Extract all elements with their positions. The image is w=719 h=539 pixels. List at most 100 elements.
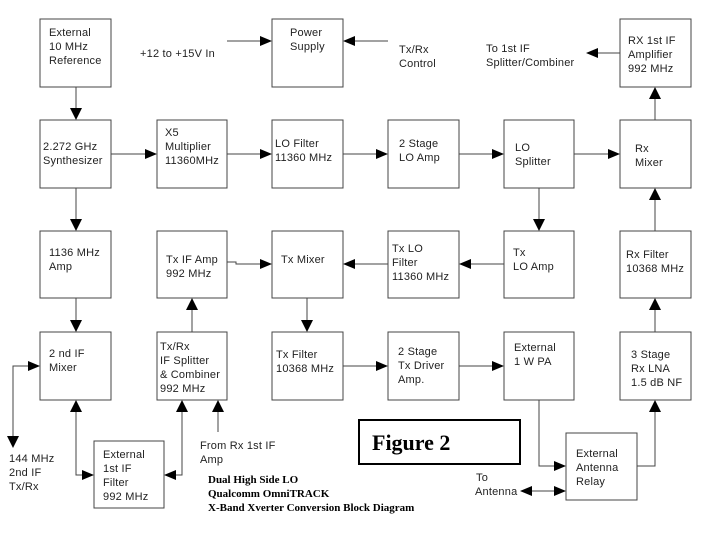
svg-text:Tx/Rx: Tx/Rx [160,341,190,353]
svg-text:LO Amp: LO Amp [399,152,440,164]
svg-text:LO: LO [515,142,530,154]
svg-text:External: External [576,448,618,460]
block-rx-lna: 3 Stage Rx LNA 1.5 dB NF [619,331,692,401]
arrow-down-icon [533,219,545,231]
arrow-right-icon [376,361,388,371]
label-from-rx-if-1: From Rx 1st IF [200,440,276,452]
figure-label: Figure 2 [358,419,521,465]
label-to-antenna-1: To [476,472,488,484]
connections [12,40,656,492]
block-x5-multiplier: X5 Multiplier 11360MHz [156,119,228,189]
arrow-left-icon [586,48,598,58]
label-txrx-control-2: Control [399,58,436,70]
block-rx-1st-if-amplifier: RX 1st IF Amplifier 992 MHz [619,18,692,88]
block-rx-mixer: Rx Mixer [619,119,692,189]
svg-text:2.272 GHz: 2.272 GHz [43,141,97,153]
svg-text:External: External [49,27,91,39]
arrow-up-icon [649,400,661,412]
block-2nd-if-mixer: 2 nd IF Mixer [39,331,112,401]
arrow-left-icon [343,259,355,269]
block-tx-mixer: Tx Mixer [271,230,344,299]
svg-text:Reference: Reference [49,55,102,67]
svg-text:10 MHz: 10 MHz [49,41,88,53]
arrow-up-icon [649,87,661,99]
block-rx-filter: Rx Filter 10368 MHz [619,230,692,299]
svg-text:992 MHz: 992 MHz [628,63,673,75]
svg-text:3 Stage: 3 Stage [631,349,670,361]
svg-text:1.5 dB NF: 1.5 dB NF [631,377,682,389]
svg-text:Splitter: Splitter [515,156,551,168]
arrow-down-icon [7,436,19,448]
block-2-stage-lo-amp: 2 Stage LO Amp [387,119,460,189]
block-1136-mhz-amp: 1136 MHz Amp [39,230,112,299]
svg-text:11360MHz: 11360MHz [165,155,219,167]
svg-text:Rx LNA: Rx LNA [631,363,671,375]
svg-text:11360 MHz: 11360 MHz [392,271,449,283]
block-synthesizer: 2.272 GHz Synthesizer [39,119,112,189]
svg-text:2 Stage: 2 Stage [398,346,437,358]
label-to-antenna-2: Antenna [475,486,518,498]
svg-text:Amp: Amp [49,261,72,273]
arrow-left-icon [343,36,355,46]
block-external-pa: External 1 W PA [503,331,575,401]
svg-text:Rx: Rx [635,143,649,155]
svg-text:10368 MHz: 10368 MHz [276,363,334,375]
arrow-up-icon [70,400,82,412]
block-if-splitter-combiner: Tx/Rx IF Splitter & Combiner 992 MHz [156,331,228,401]
arrow-right-icon [28,361,40,371]
block-1st-if-filter: External 1st IF Filter 992 MHz [93,440,165,509]
svg-text:1136 MHz: 1136 MHz [49,247,100,259]
block-antenna-relay: External Antenna Relay [565,432,638,501]
block-lo-filter: LO Filter 11360 MHz [271,119,344,189]
svg-text:External: External [514,342,556,354]
svg-text:11360 MHz: 11360 MHz [275,152,332,164]
svg-text:Filter: Filter [103,477,129,489]
svg-text:Tx Mixer: Tx Mixer [281,254,325,266]
label-if2-port-2: 2nd IF [9,467,41,479]
arrow-right-icon [145,149,157,159]
arrow-up-icon [649,188,661,200]
svg-text:Tx Filter: Tx Filter [276,349,318,361]
arrow-left-icon [520,486,532,496]
svg-text:RX 1st IF: RX 1st IF [628,35,676,47]
block-tx-lo-amp: Tx LO Amp [503,230,575,299]
svg-text:Supply: Supply [290,41,325,53]
svg-text:& Combiner: & Combiner [160,369,220,381]
arrow-right-icon [260,259,272,269]
block-external-reference: External 10 MHz Reference [39,18,112,88]
arrow-left-icon [164,470,176,480]
block-tx-if-amp: Tx IF Amp 992 MHz [156,230,228,299]
arrow-up-icon [212,400,224,412]
svg-text:2 nd IF: 2 nd IF [49,348,85,360]
arrowheads [7,36,661,496]
svg-text:992 MHz: 992 MHz [103,491,148,503]
svg-text:1 W PA: 1 W PA [514,356,552,368]
svg-text:Tx Driver: Tx Driver [398,360,445,372]
svg-text:Relay: Relay [576,476,605,488]
svg-text:Mixer: Mixer [635,157,663,169]
arrow-down-icon [70,320,82,332]
arrow-right-icon [82,470,94,480]
svg-text:2 Stage: 2 Stage [399,138,438,150]
svg-text:Rx Filter: Rx Filter [626,249,669,261]
svg-text:Amp.: Amp. [398,374,424,386]
svg-text:LO Amp: LO Amp [513,261,554,273]
svg-text:Multiplier: Multiplier [165,141,211,153]
arrow-right-icon [492,361,504,371]
svg-text:IF Splitter: IF Splitter [160,355,209,367]
svg-text:992 MHz: 992 MHz [166,268,211,280]
arrow-right-icon [608,149,620,159]
caption-line-1: Dual High Side LO [208,474,299,486]
svg-text:Mixer: Mixer [49,362,77,374]
svg-text:Power: Power [290,27,322,39]
caption-line-3: X-Band Xverter Conversion Block Diagram [208,502,414,514]
svg-text:Figure 2: Figure 2 [372,430,450,455]
block-tx-lo-filter: Tx LO Filter 11360 MHz [387,230,460,299]
svg-text:External: External [103,449,145,461]
arrow-down-icon [70,219,82,231]
block-tx-filter: Tx Filter 10368 MHz [271,331,344,401]
svg-text:Filter: Filter [392,257,418,269]
arrow-up-icon [649,298,661,310]
label-from-rx-if-2: Amp [200,454,223,466]
